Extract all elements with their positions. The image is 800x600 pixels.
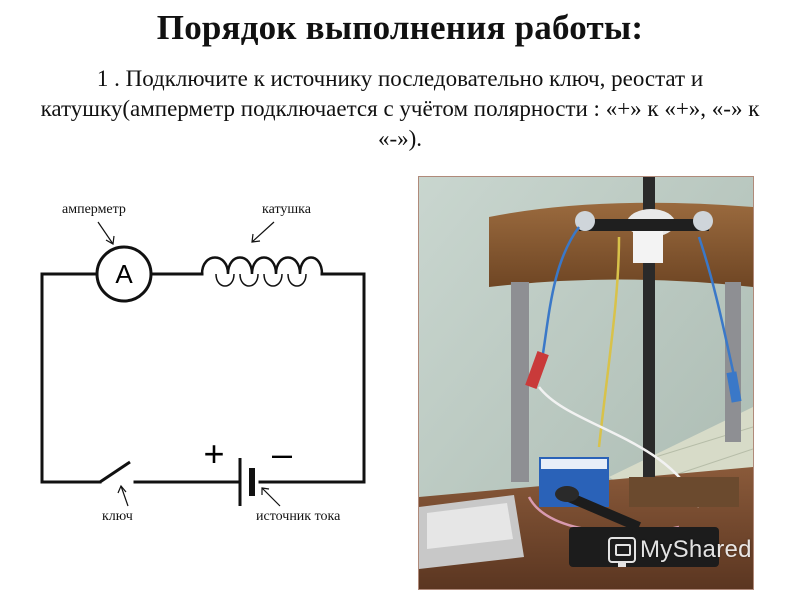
ammeter-letter: A [115, 259, 133, 289]
ammeter-label: амперметр [62, 202, 126, 217]
experiment-photo [418, 176, 754, 590]
coil-arrow [251, 221, 275, 243]
watermark-text: MyShared [640, 536, 752, 563]
watermark-logo: MyShared [608, 536, 752, 567]
projector-icon [608, 537, 636, 567]
switch-symbol [99, 460, 131, 484]
battery-symbol [238, 458, 255, 506]
source-arrow [261, 487, 281, 507]
coil-symbol [200, 256, 324, 275]
switch-arrow [117, 484, 129, 507]
coil-loops [215, 273, 307, 287]
ammeter-arrow [97, 221, 115, 245]
ammeter-symbol [95, 245, 153, 303]
source-label: источник тока [256, 509, 341, 524]
coil-label: катушка [262, 202, 312, 217]
circuit-wires [40, 272, 366, 484]
page-title: Порядок выполнения работы: [156, 8, 644, 47]
switch-label: ключ [102, 509, 133, 524]
minus-sign: – [272, 433, 292, 474]
plus-sign: + [203, 433, 224, 474]
instruction-text: 1 . Подключите к источнику последователь… [40, 66, 760, 151]
circuit-diagram: амперметр катушка ключ источник тока A + [40, 202, 366, 524]
